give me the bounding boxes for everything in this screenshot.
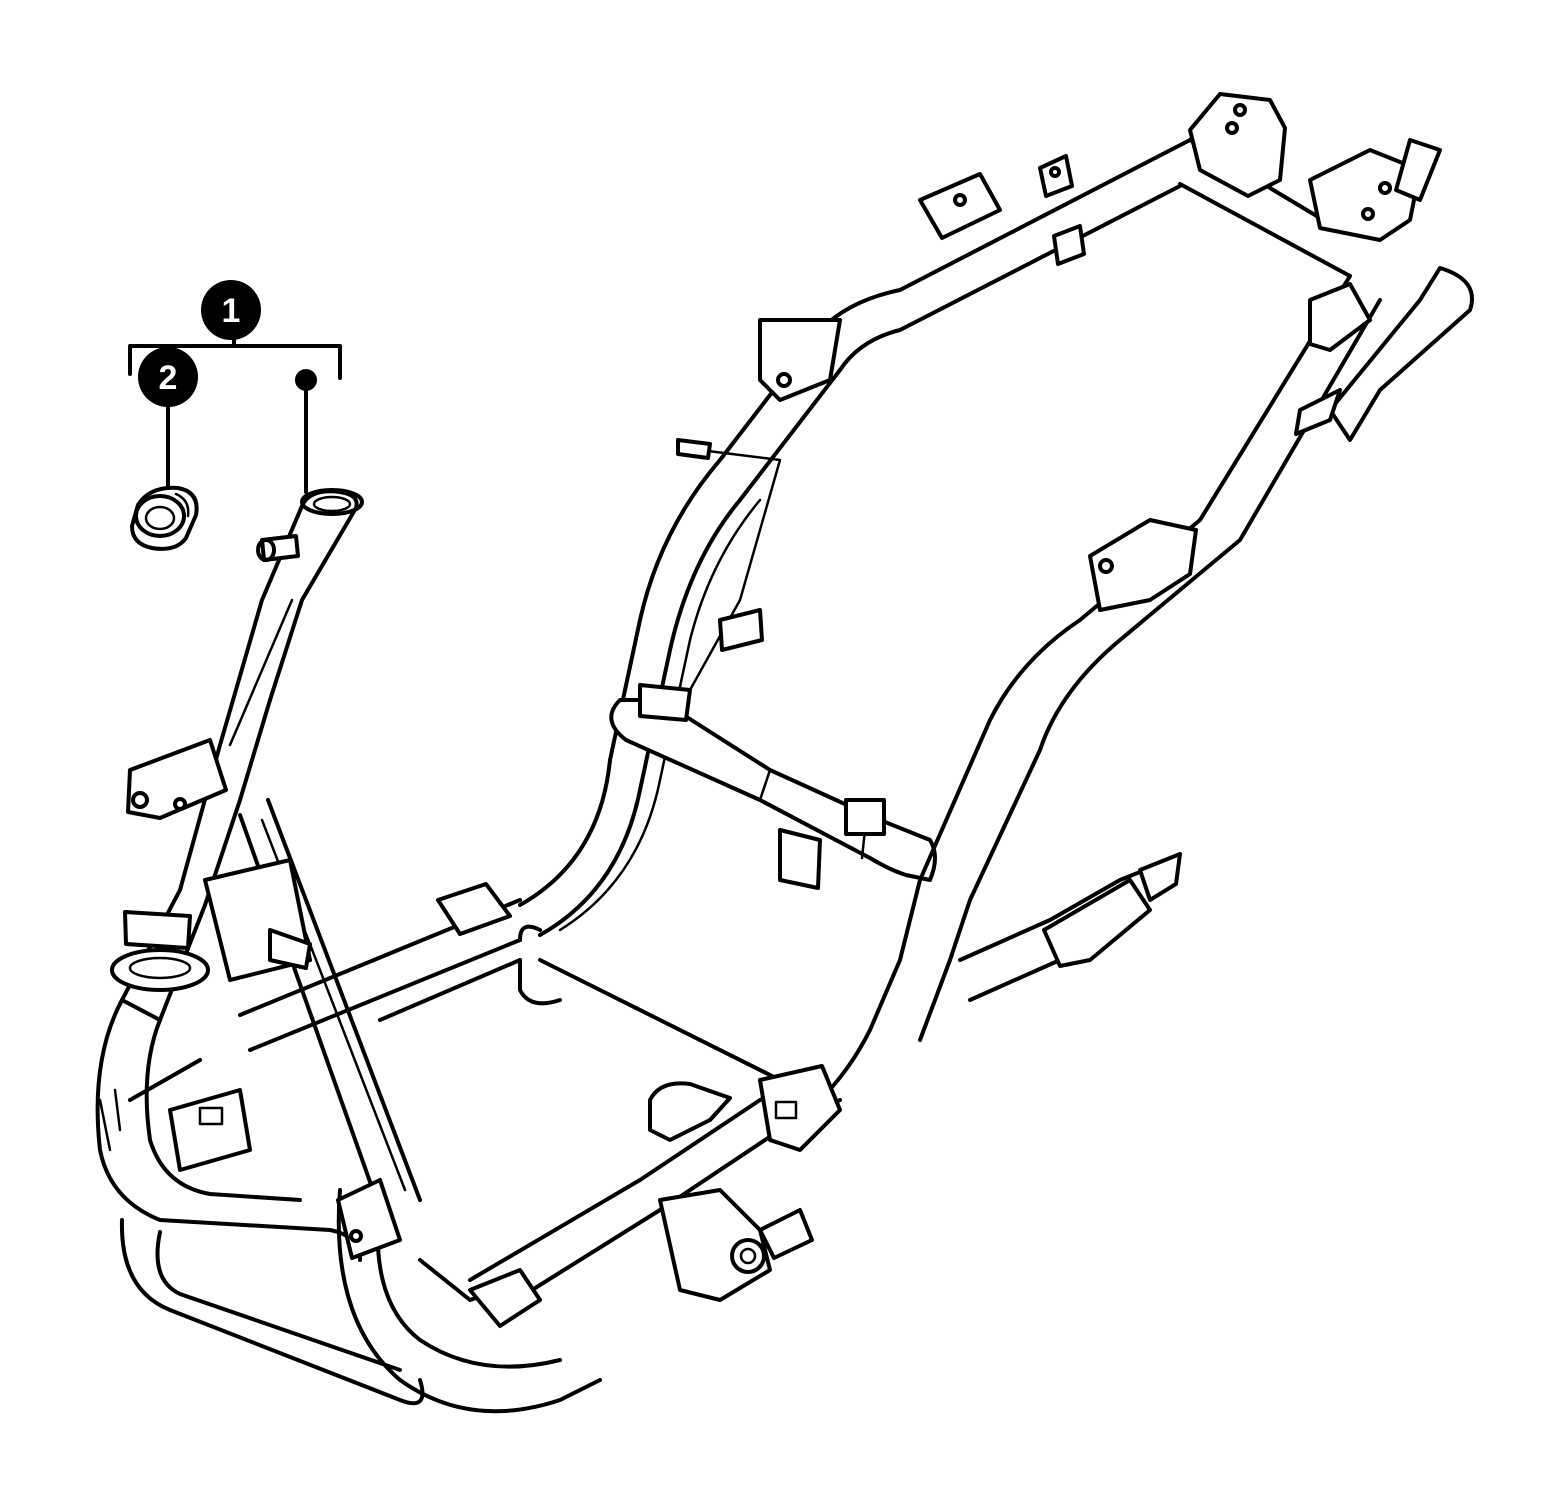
rear-step-bracket bbox=[958, 852, 1182, 1002]
left-upper-rail bbox=[518, 138, 1192, 937]
right-main-rail bbox=[818, 274, 1382, 1102]
head-tube-bracket-upper bbox=[126, 738, 228, 820]
steering-stop-pin bbox=[256, 534, 300, 562]
frame-part[interactable] bbox=[95, 92, 1474, 1414]
main-lower-cradle bbox=[336, 1178, 602, 1414]
head-tube-lower-race bbox=[110, 910, 210, 992]
diagonal-braces bbox=[203, 798, 422, 1212]
callout-1[interactable]: 1 bbox=[201, 280, 261, 340]
center-details bbox=[676, 318, 886, 836]
rear-top-brackets bbox=[918, 92, 1442, 266]
leader-line-1 bbox=[295, 369, 317, 494]
bearing-race-part[interactable] bbox=[130, 485, 199, 551]
floor-crossmember bbox=[168, 882, 522, 1172]
engine-mount bbox=[658, 1188, 814, 1302]
callout-2-label: 2 bbox=[159, 359, 178, 397]
callout-1-label: 1 bbox=[222, 292, 241, 330]
callout-2[interactable]: 2 bbox=[138, 347, 198, 407]
rear-lower-crossmember bbox=[468, 924, 842, 1328]
